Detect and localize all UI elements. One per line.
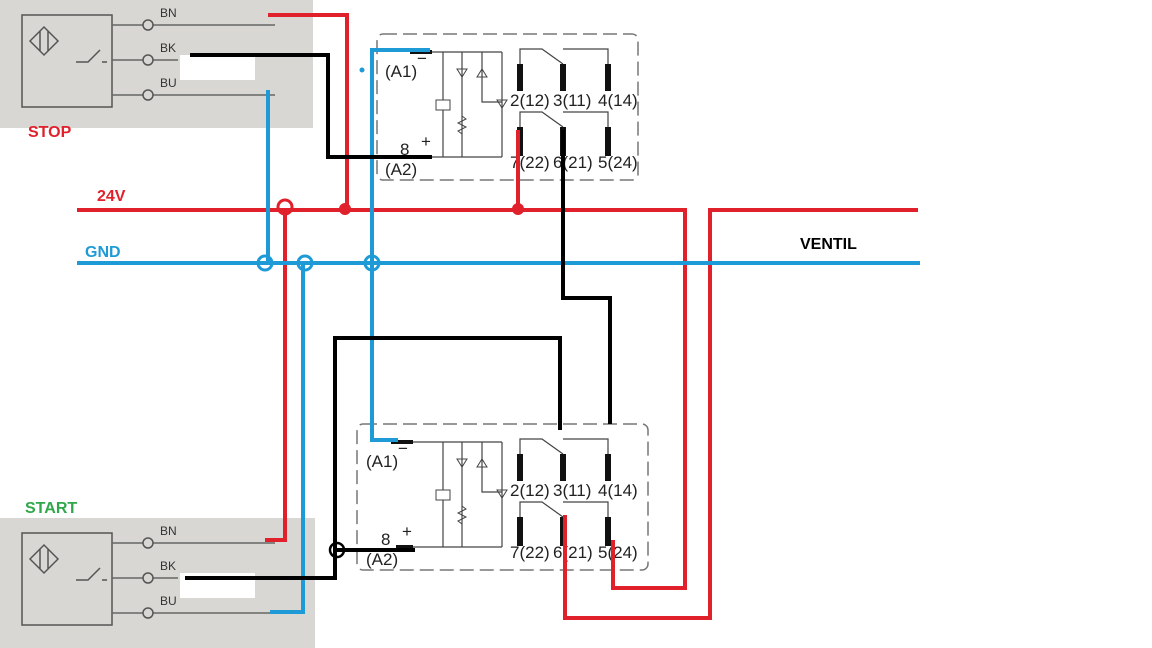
gnd-label: GND <box>85 244 121 261</box>
pin-label-621: 6(21) <box>553 153 593 172</box>
coil-icon <box>435 489 451 501</box>
terminal-circle <box>142 54 154 66</box>
sensor-body <box>21 532 113 626</box>
resistor-icon <box>456 115 468 135</box>
terminal-circle <box>142 19 154 31</box>
ventil-feed-wire <box>563 208 918 620</box>
a1-gnd-wire <box>370 48 430 442</box>
proximity-symbol-icon <box>28 25 60 57</box>
switch-symbol-icon <box>76 49 107 63</box>
relay1-pin6-to-relay2-pin4-wire <box>561 130 612 424</box>
a2-number: 8 <box>381 530 390 549</box>
stop-label: STOP <box>28 124 72 141</box>
a2-sign: + <box>402 522 412 541</box>
a2-label: (A2) <box>366 550 398 569</box>
diode-led-icon <box>456 68 508 109</box>
junction-dot <box>512 203 524 215</box>
sensor-body <box>21 14 113 108</box>
start-label: START <box>25 500 77 517</box>
stop-bn-wire <box>268 13 349 210</box>
start-relay: (A1)− 8 +(A2) 2(12)3(11) 4(14) 7(22)6(21) 5(24… <box>356 423 649 571</box>
pin-label-524: 5(24) <box>598 543 638 562</box>
junction-dot <box>359 67 365 73</box>
a2-number: 8 <box>400 140 409 159</box>
proximity-symbol-icon <box>28 543 60 575</box>
terminal-label-bn: BN <box>160 524 177 538</box>
sensor-photo-bg <box>0 518 315 648</box>
relay-housing <box>376 33 639 181</box>
ventil-label: VENTIL <box>800 236 857 253</box>
relay-housing <box>356 423 649 571</box>
pin-label-212: 2(12) <box>510 91 550 110</box>
start-bn-wire <box>265 210 287 542</box>
24v-bus-wire <box>77 208 687 590</box>
terminal-label-bk: BK <box>160 559 176 573</box>
pin-label-722: 7(22) <box>510 153 550 172</box>
terminal-label-bk: BK <box>160 41 176 55</box>
start-bk-wire <box>185 550 337 580</box>
pin-label-311: 3(11) <box>553 91 591 110</box>
a1-label: (A1) <box>385 62 417 81</box>
junction-dot <box>339 203 351 215</box>
pin-label-414: 4(14) <box>598 481 638 500</box>
a1-sign: − <box>398 439 408 458</box>
junction-ring <box>363 254 381 272</box>
coil-icon <box>435 99 451 111</box>
a1-label: (A1) <box>366 452 398 471</box>
pin-label-524: 5(24) <box>598 153 638 172</box>
pin-label-722: 7(22) <box>510 543 550 562</box>
junction-ring <box>276 198 294 216</box>
terminal-circle <box>142 537 154 549</box>
start-sensor: BN BK BU <box>0 518 315 648</box>
pin-label-414: 4(14) <box>598 91 638 110</box>
stop-bk-wire <box>190 53 432 159</box>
terminal-label-bu: BU <box>160 594 177 608</box>
a2-label: (A2) <box>385 160 417 179</box>
erased-patch <box>180 55 255 80</box>
a2-sign: + <box>421 132 431 151</box>
pin-label-212: 2(12) <box>510 481 550 500</box>
pin-label-311: 3(11) <box>553 481 591 500</box>
24v-label: 24V <box>97 188 126 205</box>
junction-ring <box>296 254 314 272</box>
relay-internal-circuit <box>413 441 503 548</box>
a1-sign: − <box>417 49 427 68</box>
terminal-circle <box>142 572 154 584</box>
resistor-icon <box>456 505 468 525</box>
terminal-circle <box>142 89 154 101</box>
start-bu-wire <box>270 263 305 614</box>
terminal-circle <box>142 607 154 619</box>
junction-ring <box>256 254 274 272</box>
diode-led-icon <box>456 458 508 499</box>
stop-sensor: BN BK BU <box>0 0 313 128</box>
pin-label-621: 6(21) <box>553 543 593 562</box>
switch-symbol-icon <box>76 567 107 581</box>
selfhold-wire <box>333 336 562 550</box>
junction-ring <box>328 541 346 559</box>
terminal-label-bu: BU <box>160 76 177 90</box>
terminal-label-bn: BN <box>160 6 177 20</box>
